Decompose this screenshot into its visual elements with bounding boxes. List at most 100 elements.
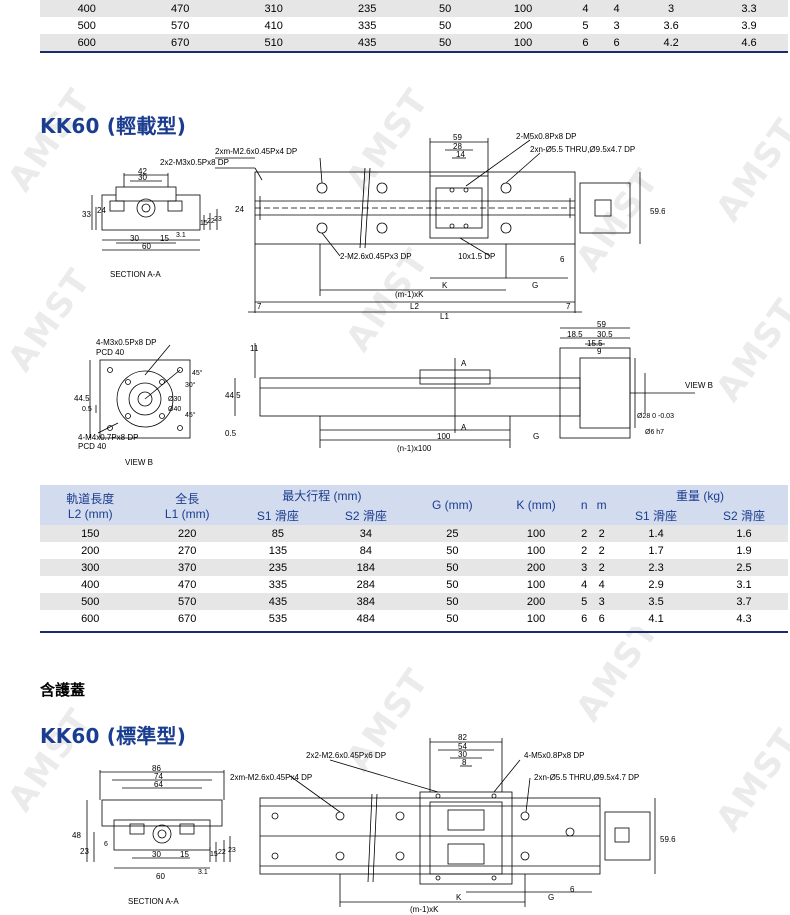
table-cell: 2 [581, 527, 588, 540]
table-cell: 235 [358, 2, 377, 15]
table-cell: 3.3 [741, 2, 757, 15]
table-cell: 4.3 [736, 612, 752, 625]
table-cell: 200 [526, 561, 546, 574]
table-cell: 2.3 [648, 561, 664, 574]
dim-label: 14 [456, 150, 465, 159]
table-cell: 3.5 [648, 595, 664, 608]
callout: PCD 40 [96, 348, 125, 357]
table-cell: 600 [81, 612, 100, 625]
table-cell: 1.6 [736, 527, 752, 540]
dim-label: G [548, 893, 554, 902]
callout: 2xn-Ø5.5 THRU,Ø9.5x4.7 DP [534, 773, 639, 782]
side-view-drawing-light: 11 44.5 0.5 A A 100 G (n-1)x100 VIEW B 5… [225, 320, 713, 453]
callout: PCD 40 [78, 442, 107, 451]
dim-label: Ø6 h7 [645, 429, 664, 436]
dim-label: 23 [80, 847, 89, 856]
dim-label: 7 [257, 302, 262, 311]
header-weight: 重量 (kg) [612, 485, 788, 505]
dim-label: 59.6 [660, 835, 676, 844]
top-view-drawing-cover: 2x2-M2.6x0.45Px6 DP 2xm-M2.6x0.45Px4 DP … [230, 733, 676, 914]
table-cell: 6 [598, 612, 605, 625]
table-cell: 670 [178, 612, 197, 625]
section-a-a-drawing-light: 42 30 33 24 30 15 60 3.1 15 22 23 SECTIO… [82, 167, 222, 279]
table-cell: 100 [526, 612, 546, 625]
dim-label: (m-1)xK [395, 290, 424, 299]
table-cell: 6 [582, 36, 589, 49]
table-cell: 484 [356, 612, 376, 625]
table-cell: 100 [513, 2, 533, 15]
table-bottom-rule [40, 631, 788, 633]
dim-label: 30 [458, 750, 467, 759]
dim-label: 9 [597, 347, 602, 356]
dim-label: 59.6 [650, 207, 665, 216]
table-cell: 570 [178, 595, 197, 608]
dim-label: 82 [458, 733, 467, 742]
view-b-drawing-light: 4-M3x0.5Px8 DP PCD 40 4-M4x0.7Px8 DP PCD… [74, 338, 203, 467]
dim-label: 60 [142, 242, 151, 251]
table-cell: 50 [446, 612, 459, 625]
table-cell: 50 [439, 36, 452, 49]
section-heading: 含護蓋 [40, 682, 86, 699]
dim-label: 44.5 [225, 391, 241, 400]
table-cell: 6 [581, 612, 588, 625]
table-cell: 1.7 [648, 544, 664, 557]
dim-label: 44.5 [74, 394, 90, 403]
header-w1: S1 滑座 [612, 505, 701, 525]
table-cell: 4 [613, 2, 620, 15]
dim-label: 0.5 [82, 406, 92, 413]
dim-label: 33 [82, 210, 91, 219]
table-cell: 6 [613, 36, 620, 49]
table-cell: 4.6 [741, 36, 757, 49]
table-cell: 2.9 [648, 578, 664, 591]
dim-label: 54 [458, 742, 467, 751]
header-k: K (mm) [494, 485, 578, 525]
dim-label: 23 [228, 847, 236, 854]
table-cell: 50 [439, 19, 452, 32]
section-label: SECTION A-A [128, 897, 179, 906]
callout: 4-M5x0.8Px8 DP [524, 751, 584, 760]
table-cell: 1.4 [648, 527, 664, 540]
dim-label: Ø28 0 -0.03 [637, 413, 674, 420]
kk60-light-title: KK60 (輕載型) [40, 114, 187, 138]
table-cell: 3 [581, 561, 588, 574]
dim-label: K [456, 893, 462, 902]
dim-label: 6 [560, 255, 565, 264]
dim-label: 59 [453, 133, 462, 142]
table-cell: 500 [77, 19, 96, 32]
dim-label: 18.5 [567, 330, 583, 339]
dim-label: G [533, 432, 539, 441]
dim-label: 42 [138, 167, 147, 176]
dim-label: 45° [192, 369, 203, 377]
dim-label: 30° [185, 381, 196, 389]
table-cell: 2 [598, 561, 605, 574]
dim-label: 15.5 [587, 339, 603, 348]
dim-label: 30 [152, 850, 161, 859]
table-cell: 670 [171, 36, 190, 49]
callout: 4-M3x0.5Px8 DP [96, 338, 156, 347]
callout: 2x2-M2.6x0.45Px6 DP [306, 751, 386, 760]
dim-label: (n-1)x100 [397, 444, 432, 453]
dim-label: 6 [570, 885, 575, 894]
table-cell: 284 [356, 578, 376, 591]
table-cell: 200 [526, 595, 546, 608]
table-cell: 600 [77, 36, 96, 49]
table-cell: 50 [446, 595, 459, 608]
table-cell: 2 [598, 544, 605, 557]
dim-label: 15 [200, 220, 208, 227]
header-m: m [591, 485, 613, 525]
table-cell: 50 [446, 578, 459, 591]
dim-label: 100 [437, 432, 451, 441]
dim-label: K [442, 281, 448, 290]
dim-label: 30 [138, 173, 147, 182]
dim-label: 15 [180, 850, 189, 859]
table-cell: 384 [356, 595, 376, 608]
table-cell: 220 [178, 527, 197, 540]
